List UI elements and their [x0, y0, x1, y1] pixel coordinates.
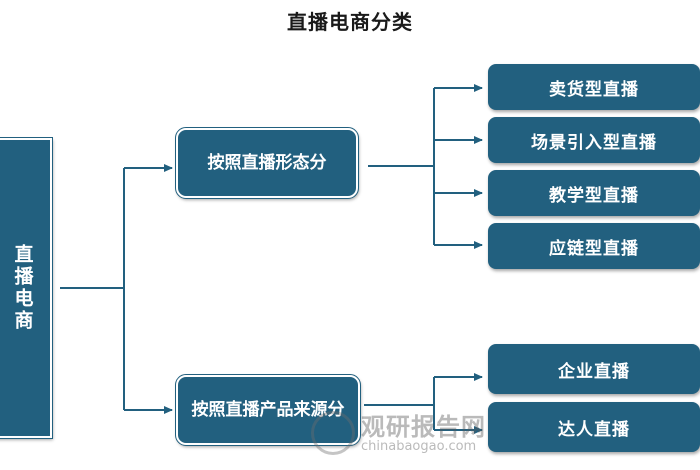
watermark-name: 观研报告网: [361, 413, 486, 441]
leaf-node-scene-live: 场景引入型直播: [488, 117, 700, 163]
leaf-node-enterprise-live: 企业直播: [488, 344, 700, 394]
branch-node-source: 按照直播产品来源分: [175, 374, 361, 446]
leaf-node-supply-live: 应链型直播: [488, 223, 700, 269]
diagram-title: 直播电商分类: [287, 10, 413, 34]
root-node: 直播电商: [0, 137, 53, 439]
leaf-node-teaching-live: 教学型直播: [488, 170, 700, 216]
watermark-logo-icon: [311, 411, 355, 455]
watermark-url: chinabaogao.com: [361, 439, 477, 454]
leaf-node-sales-live: 卖货型直播: [488, 64, 700, 110]
branch-node-form: 按照直播形态分: [175, 127, 359, 199]
leaf-node-influencer-live: 达人直播: [488, 402, 700, 452]
watermark: 观研报告网 chinabaogao.com: [305, 405, 505, 465]
